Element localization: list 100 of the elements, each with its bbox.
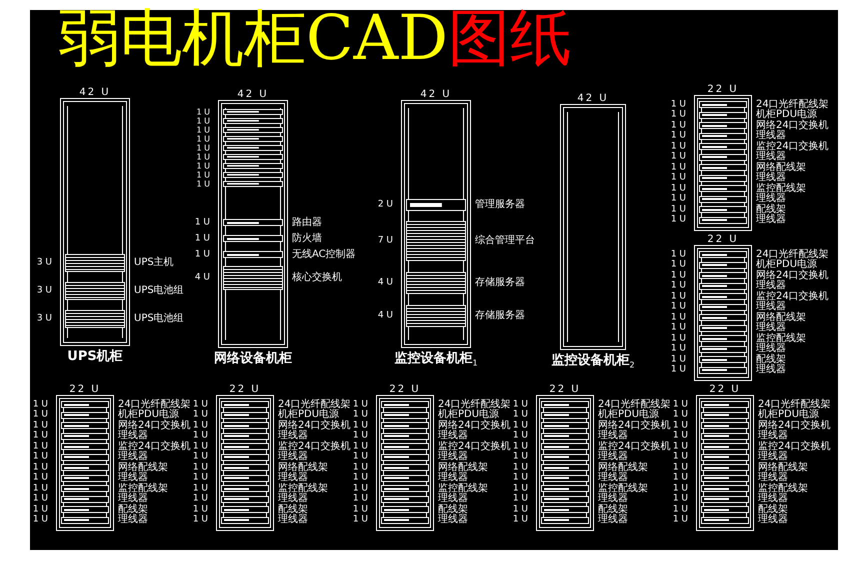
- unit-label: 1 U: [352, 494, 368, 504]
- unit-label: 4 U: [378, 312, 393, 320]
- equipment-label: 理线器: [278, 494, 308, 504]
- equipment-label: 机柜PDU电源: [756, 260, 818, 270]
- unit-label: 3 U: [36, 286, 52, 296]
- unit-label: 1 U: [196, 116, 210, 126]
- equipment-label: 理线器: [598, 452, 628, 462]
- equipment-label: 理线器: [598, 515, 628, 525]
- equipment-label: 监控配线架: [278, 484, 328, 494]
- equipment-label: 监控配线架: [118, 484, 168, 494]
- equipment-label: 存储服务器: [475, 278, 525, 288]
- equipment-label: 理线器: [278, 515, 308, 525]
- equipment-label: 监控24口交换机: [438, 442, 511, 452]
- equipment-label: UPS电池组: [134, 314, 184, 324]
- equipment-label: 监控24口交换机: [598, 442, 671, 452]
- unit-label: 1 U: [352, 474, 368, 482]
- equipment-label: 综合管理平台: [475, 236, 535, 246]
- unit-label: 1 U: [670, 152, 686, 162]
- capacity-label: 22 U: [388, 384, 422, 395]
- unit-label: 1 U: [192, 516, 208, 524]
- cabinet-title: 网络设备机柜: [214, 351, 292, 367]
- equipment-label: 网络配线架: [756, 312, 806, 322]
- unit-label: 1 U: [512, 484, 528, 493]
- unit-label: 3 U: [36, 258, 52, 268]
- unit-label: 1 U: [192, 421, 208, 430]
- unit-label: 1 U: [352, 516, 368, 524]
- unit-label: 1 U: [672, 505, 688, 514]
- equipment-label: 理线器: [118, 473, 148, 483]
- unit-label: 1 U: [670, 250, 686, 259]
- unit-label: 1 U: [32, 474, 48, 482]
- equipment-label: 理线器: [756, 173, 786, 183]
- equipment-label: 理线器: [438, 473, 468, 483]
- equipment-label: 监控配线架: [756, 334, 806, 344]
- capacity-label: 22 U: [708, 384, 742, 395]
- unit-label: 1 U: [32, 400, 48, 409]
- unit-label: 1 U: [192, 494, 208, 504]
- unit-label: 1 U: [192, 410, 208, 420]
- equipment-label: 理线器: [756, 152, 786, 162]
- unit-label: 1 U: [192, 463, 208, 472]
- unit-label: 1 U: [670, 163, 686, 172]
- unit-label: 1 U: [670, 344, 686, 354]
- unit-label: 1 U: [672, 484, 688, 493]
- equipment-label: 网络配线架: [118, 462, 168, 472]
- equipment-label: 理线器: [118, 431, 148, 441]
- equipment-label: 理线器: [756, 194, 786, 204]
- unit-label: 1 U: [196, 180, 210, 188]
- equipment-label: 网络配线架: [278, 462, 328, 472]
- unit-label: 1 U: [672, 516, 688, 524]
- equipment-label: 网络24口交换机: [756, 120, 829, 130]
- equipment-label: 理线器: [756, 344, 786, 354]
- equipment-label: 网络配线架: [758, 462, 808, 472]
- capacity-label: 22 U: [228, 384, 262, 395]
- unit-label: 1 U: [670, 216, 686, 224]
- unit-label: 1 U: [352, 463, 368, 472]
- equipment-label: 24口光纤配线架: [756, 250, 829, 260]
- unit-label: 1 U: [672, 452, 688, 462]
- unit-label: 1 U: [32, 410, 48, 420]
- unit-label: 1 U: [512, 432, 528, 440]
- equipment-label: 配线架: [756, 354, 786, 364]
- unit-label: 1 U: [512, 410, 528, 420]
- equipment-label: 理线器: [438, 494, 468, 504]
- equipment-label: 理线器: [758, 431, 788, 441]
- equipment-label: 监控24口交换机: [756, 292, 829, 302]
- unit-label: 1 U: [670, 132, 686, 140]
- unit-label: 1 U: [672, 474, 688, 482]
- unit-label: 1 U: [196, 144, 210, 152]
- unit-label: 1 U: [32, 494, 48, 504]
- unit-label: 1 U: [670, 110, 686, 120]
- unit-label: 1 U: [32, 505, 48, 514]
- equipment-label: 网络24口交换机: [438, 420, 511, 430]
- unit-label: 1 U: [672, 442, 688, 451]
- unit-label: 1 U: [194, 234, 210, 243]
- equipment-label: 理线器: [598, 431, 628, 441]
- equipment-label: 24口光纤配线架: [278, 400, 351, 410]
- equipment-label: 配线架: [438, 504, 468, 514]
- unit-label: 1 U: [194, 218, 210, 227]
- unit-label: 1 U: [352, 410, 368, 420]
- unit-label: 1 U: [512, 505, 528, 514]
- cabinet-title: UPS机柜: [67, 349, 123, 365]
- unit-label: 1 U: [192, 400, 208, 409]
- equipment-label: 理线器: [758, 494, 788, 504]
- equipment-label: 监控24口交换机: [756, 142, 829, 152]
- diagram-title: 弱电机柜CAD图纸: [58, 0, 572, 76]
- unit-label: 1 U: [672, 494, 688, 504]
- unit-label: 4 U: [378, 278, 393, 288]
- equipment-label: 理线器: [278, 431, 308, 441]
- unit-label: 1 U: [512, 421, 528, 430]
- unit-label: 1 U: [512, 442, 528, 451]
- equipment-label: 理线器: [278, 452, 308, 462]
- unit-label: 1 U: [196, 126, 210, 134]
- equipment-label: 监控配线架: [438, 484, 488, 494]
- unit-label: 4 U: [194, 274, 210, 282]
- unit-label: 1 U: [32, 452, 48, 462]
- equipment-label: 24口光纤配线架: [598, 400, 671, 410]
- equipment-label: 机柜PDU电源: [758, 410, 820, 420]
- unit-label: 3 U: [36, 314, 52, 324]
- equipment-label: 网络24口交换机: [598, 420, 671, 430]
- equipment-label: 理线器: [598, 473, 628, 483]
- equipment-label: 防火墙: [292, 234, 322, 244]
- unit-label: 1 U: [196, 108, 210, 116]
